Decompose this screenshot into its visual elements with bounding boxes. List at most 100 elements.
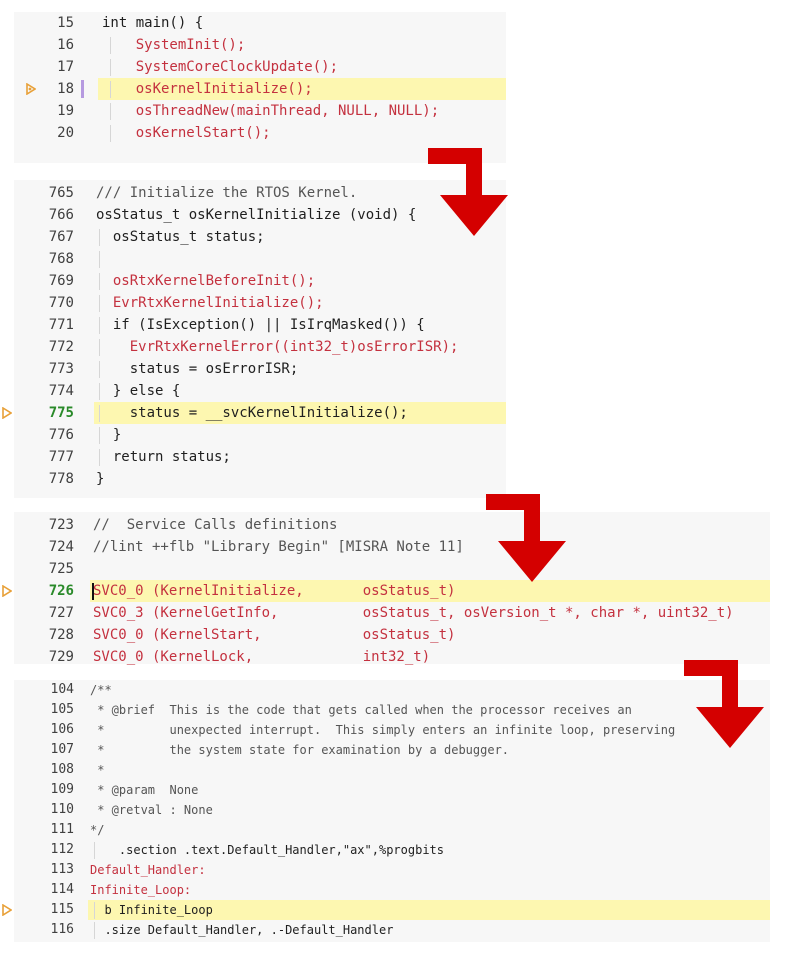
line-number: 115: [50, 902, 74, 917]
code-text: * unexpected interrupt. This simply ente…: [90, 723, 676, 737]
code-line[interactable]: 725: [14, 558, 770, 580]
code-line[interactable]: 772 EvrRtxKernelError((int32_t)osErrorIS…: [14, 336, 506, 358]
indent-guide: [110, 103, 111, 120]
line-number: 776: [48, 427, 74, 443]
code-line[interactable]: 728 SVC0_0 (KernelStart, osStatus_t): [14, 624, 770, 646]
code-line[interactable]: 724 //lint ++flb "Library Begin" [MISRA …: [14, 536, 770, 558]
code-panel-main: 15 int main() { 16 SystemInit(); 17 Syst…: [14, 12, 506, 163]
code-line[interactable]: 723 // Service Calls definitions: [14, 514, 770, 536]
line-number: 770: [48, 295, 74, 311]
code-text: EvrRtxKernelError((int32_t)osErrorISR);: [96, 339, 459, 355]
code-line[interactable]: 770 EvrRtxKernelInitialize();: [14, 292, 506, 314]
code-line[interactable]: 765 /// Initialize the RTOS Kernel.: [14, 182, 506, 204]
code-text: SVC0_0 (KernelLock, int32_t): [93, 649, 431, 665]
line-number: 768: [48, 251, 74, 267]
code-line[interactable]: 108 *: [14, 760, 770, 780]
code-line[interactable]: 776 }: [14, 424, 506, 446]
code-line[interactable]: 107 * the system state for examination b…: [14, 740, 770, 760]
indent-guide: [99, 449, 100, 466]
line-number: 108: [50, 762, 74, 777]
code-text: SVC0_0 (KernelStart, osStatus_t): [93, 627, 456, 643]
line-change-bar: [81, 80, 84, 98]
code-line[interactable]: 116 .size Default_Handler, .-Default_Han…: [14, 920, 770, 940]
code-line[interactable]: 16 SystemInit();: [14, 34, 506, 56]
indent-guide: [99, 361, 100, 378]
code-text: *: [90, 763, 105, 777]
code-line[interactable]: 774 } else {: [14, 380, 506, 402]
indent-guide: [99, 273, 100, 290]
code-line[interactable]: 773 status = osErrorISR;: [14, 358, 506, 380]
code-line-current[interactable]: 18 osKernelInitialize();: [14, 78, 506, 100]
code-text: //lint ++flb "Library Begin" [MISRA Note…: [93, 539, 464, 555]
indent-guide: [99, 405, 100, 422]
code-line[interactable]: 114 Infinite_Loop:: [14, 880, 770, 900]
code-line[interactable]: 113 Default_Handler:: [14, 860, 770, 880]
code-text: osKernelStart();: [102, 125, 271, 141]
line-number: 104: [50, 682, 74, 697]
code-text: osKernelInitialize();: [102, 81, 313, 97]
code-line[interactable]: 727 SVC0_3 (KernelGetInfo, osStatus_t, o…: [14, 602, 770, 624]
indent-guide: [110, 59, 111, 76]
play-triangle-icon[interactable]: [2, 407, 12, 419]
code-line[interactable]: 768: [14, 248, 506, 270]
code-line[interactable]: 105 * @brief This is the code that gets …: [14, 700, 770, 720]
code-text: /// Initialize the RTOS Kernel.: [96, 185, 358, 201]
code-text: return status;: [96, 449, 231, 465]
play-triangle-icon[interactable]: [2, 585, 12, 597]
line-number: 775: [48, 405, 74, 421]
code-line[interactable]: 106 * unexpected interrupt. This simply …: [14, 720, 770, 740]
indent-guide: [94, 902, 95, 919]
code-text: SVC0_3 (KernelGetInfo, osStatus_t, osVer…: [93, 605, 734, 621]
code-line[interactable]: 20 osKernelStart();: [14, 122, 506, 144]
code-line[interactable]: 771 if (IsException() || IsIrqMasked()) …: [14, 314, 506, 336]
line-number: 777: [48, 449, 74, 465]
code-text: osStatus_t osKernelInitialize (void) {: [96, 207, 417, 223]
code-text: .size Default_Handler, .-Default_Handler: [90, 923, 394, 937]
code-line[interactable]: 767 osStatus_t status;: [14, 226, 506, 248]
code-line[interactable]: 778 }: [14, 468, 506, 490]
indent-guide: [110, 37, 111, 54]
code-text: b Infinite_Loop: [90, 903, 213, 917]
indent-guide: [99, 251, 100, 268]
code-text: SVC0_0 (KernelInitialize, osStatus_t): [93, 583, 456, 599]
line-number: 113: [50, 862, 74, 877]
code-line[interactable]: 111 */: [14, 820, 770, 840]
code-text: osThreadNew(mainThread, NULL, NULL);: [102, 103, 440, 119]
code-text: status = osErrorISR;: [96, 361, 299, 377]
line-number: 15: [57, 15, 74, 31]
code-line[interactable]: 17 SystemCoreClockUpdate();: [14, 56, 506, 78]
code-text: * @retval : None: [90, 803, 213, 817]
code-line-current[interactable]: 775 status = __svcKernelInitialize();: [2, 402, 506, 424]
line-number: 771: [48, 317, 74, 333]
code-text: status = __svcKernelInitialize();: [96, 405, 408, 421]
line-number: 774: [48, 383, 74, 399]
code-line-current[interactable]: 726 SVC0_0 (KernelInitialize, osStatus_t…: [2, 580, 770, 602]
code-text: */: [90, 823, 105, 837]
indent-guide: [99, 339, 100, 356]
line-number: 769: [48, 273, 74, 289]
line-number: 109: [50, 782, 74, 797]
arrow-down-right-icon: [486, 494, 566, 582]
code-line[interactable]: 112 .section .text.Default_Handler,"ax",…: [14, 840, 770, 860]
code-text: SystemInit();: [102, 37, 246, 53]
code-line[interactable]: 104 /**: [14, 680, 770, 700]
line-number: 723: [48, 517, 74, 533]
code-line[interactable]: 777 return status;: [14, 446, 506, 468]
current-line-highlight: [98, 78, 506, 100]
code-line-current[interactable]: 115 b Infinite_Loop: [2, 900, 770, 920]
line-number: 114: [50, 882, 74, 897]
code-line[interactable]: 110 * @retval : None: [14, 800, 770, 820]
line-number: 727: [48, 605, 74, 621]
code-line[interactable]: 109 * @param None: [14, 780, 770, 800]
code-line[interactable]: 769 osRtxKernelBeforeInit();: [14, 270, 506, 292]
code-line[interactable]: 729 SVC0_0 (KernelLock, int32_t): [14, 646, 770, 668]
line-number: 16: [57, 37, 74, 53]
line-number: 19: [57, 103, 74, 119]
play-triangle-icon[interactable]: [2, 904, 12, 916]
play-triangle-icon[interactable]: [26, 83, 36, 95]
code-line[interactable]: 15 int main() {: [14, 12, 506, 34]
code-line[interactable]: 19 osThreadNew(mainThread, NULL, NULL);: [14, 100, 506, 122]
current-line-highlight: [94, 402, 506, 424]
code-line[interactable]: 766 osStatus_t osKernelInitialize (void)…: [14, 204, 506, 226]
indent-guide: [99, 383, 100, 400]
